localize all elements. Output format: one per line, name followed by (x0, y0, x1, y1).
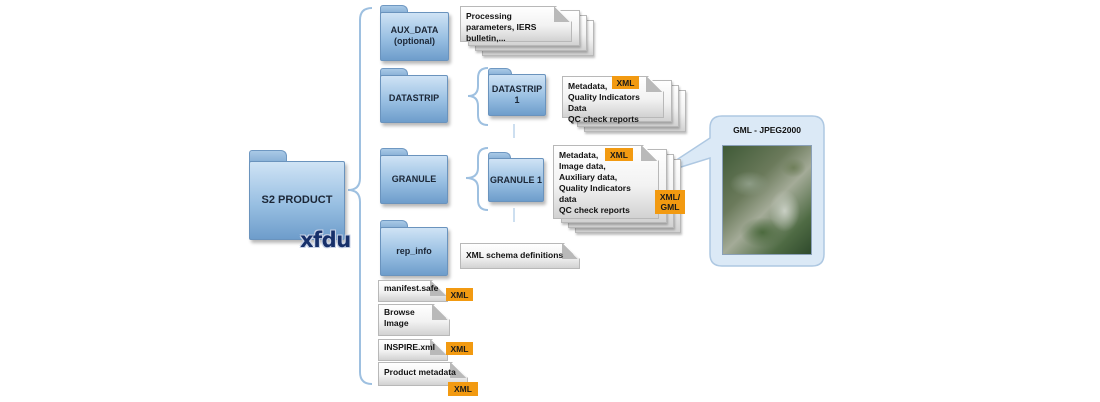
aux-data-folder[interactable]: AUX_DATA (optional) (380, 5, 449, 61)
granule-document[interactable]: Metadata, Image data, Auxiliary data, Qu… (553, 145, 681, 233)
datastrip-xml-badge: XML (612, 76, 639, 89)
granule-1-folder[interactable]: GRANULE 1 (488, 152, 544, 202)
inspire-xml-badge: XML (446, 342, 473, 355)
callout-title: GML - JPEG2000 (733, 125, 801, 135)
manifest-document[interactable]: manifest.safe (378, 280, 446, 300)
datastrip-label: DATASTRIP (388, 93, 440, 104)
inspire-document[interactable]: INSPIRE.xml (378, 339, 446, 359)
datastrip-document[interactable]: Metadata, Quality Indicators Data QC che… (562, 76, 686, 132)
rep-info-label: rep_info (396, 245, 432, 256)
rep-info-doc-text: XML schema definitions (466, 250, 564, 260)
inspire-doc-text: INSPIRE.xml (384, 342, 436, 352)
rep-info-document[interactable]: XML schema definitions (460, 243, 578, 267)
granule-folder[interactable]: GRANULE (380, 148, 448, 204)
browse-image-doc-text: Browse Image (384, 307, 415, 328)
datastrip-folder[interactable]: DATASTRIP (380, 68, 448, 123)
s2-product-label: S2 PRODUCT (261, 193, 333, 206)
aux-data-document[interactable]: Processing parameters, IERS bulletin,... (460, 6, 594, 56)
rep-info-folder[interactable]: rep_info (380, 220, 448, 276)
manifest-doc-text: manifest.safe (384, 283, 439, 293)
aux-data-doc-text: Processing parameters, IERS bulletin,... (466, 11, 537, 43)
granule-xml-gml-badge: XML/ GML (655, 190, 685, 214)
granule-doc-text: Metadata, Image data, Auxiliary data, Qu… (559, 150, 631, 215)
granule-bracket (465, 147, 489, 211)
datastrip-doc-text: Metadata, Quality Indicators Data QC che… (568, 81, 640, 124)
product-metadata-doc-text: Product metadata (384, 367, 456, 377)
manifest-xml-badge: XML (446, 288, 473, 301)
xfdu-logo: xfdu (300, 228, 351, 252)
granule-1-label: GRANULE 1 (489, 174, 542, 185)
main-bracket (347, 7, 373, 385)
satellite-image (722, 145, 812, 255)
product-metadata-document[interactable]: Product metadata (378, 362, 466, 384)
browse-image-document[interactable]: Browse Image (378, 304, 448, 334)
granule-xml-badge: XML (605, 148, 633, 161)
datastrip-bracket (467, 67, 489, 126)
datastrip-1-folder[interactable]: DATASTRIP 1 (488, 68, 546, 116)
datastrip-1-label: DATASTRIP 1 (491, 83, 543, 105)
s2-product-folder[interactable]: S2 PRODUCT (249, 150, 345, 240)
aux-data-label: AUX_DATA (optional) (390, 25, 439, 47)
product-metadata-xml-badge: XML (448, 382, 478, 396)
granule-label: GRANULE (391, 173, 437, 184)
